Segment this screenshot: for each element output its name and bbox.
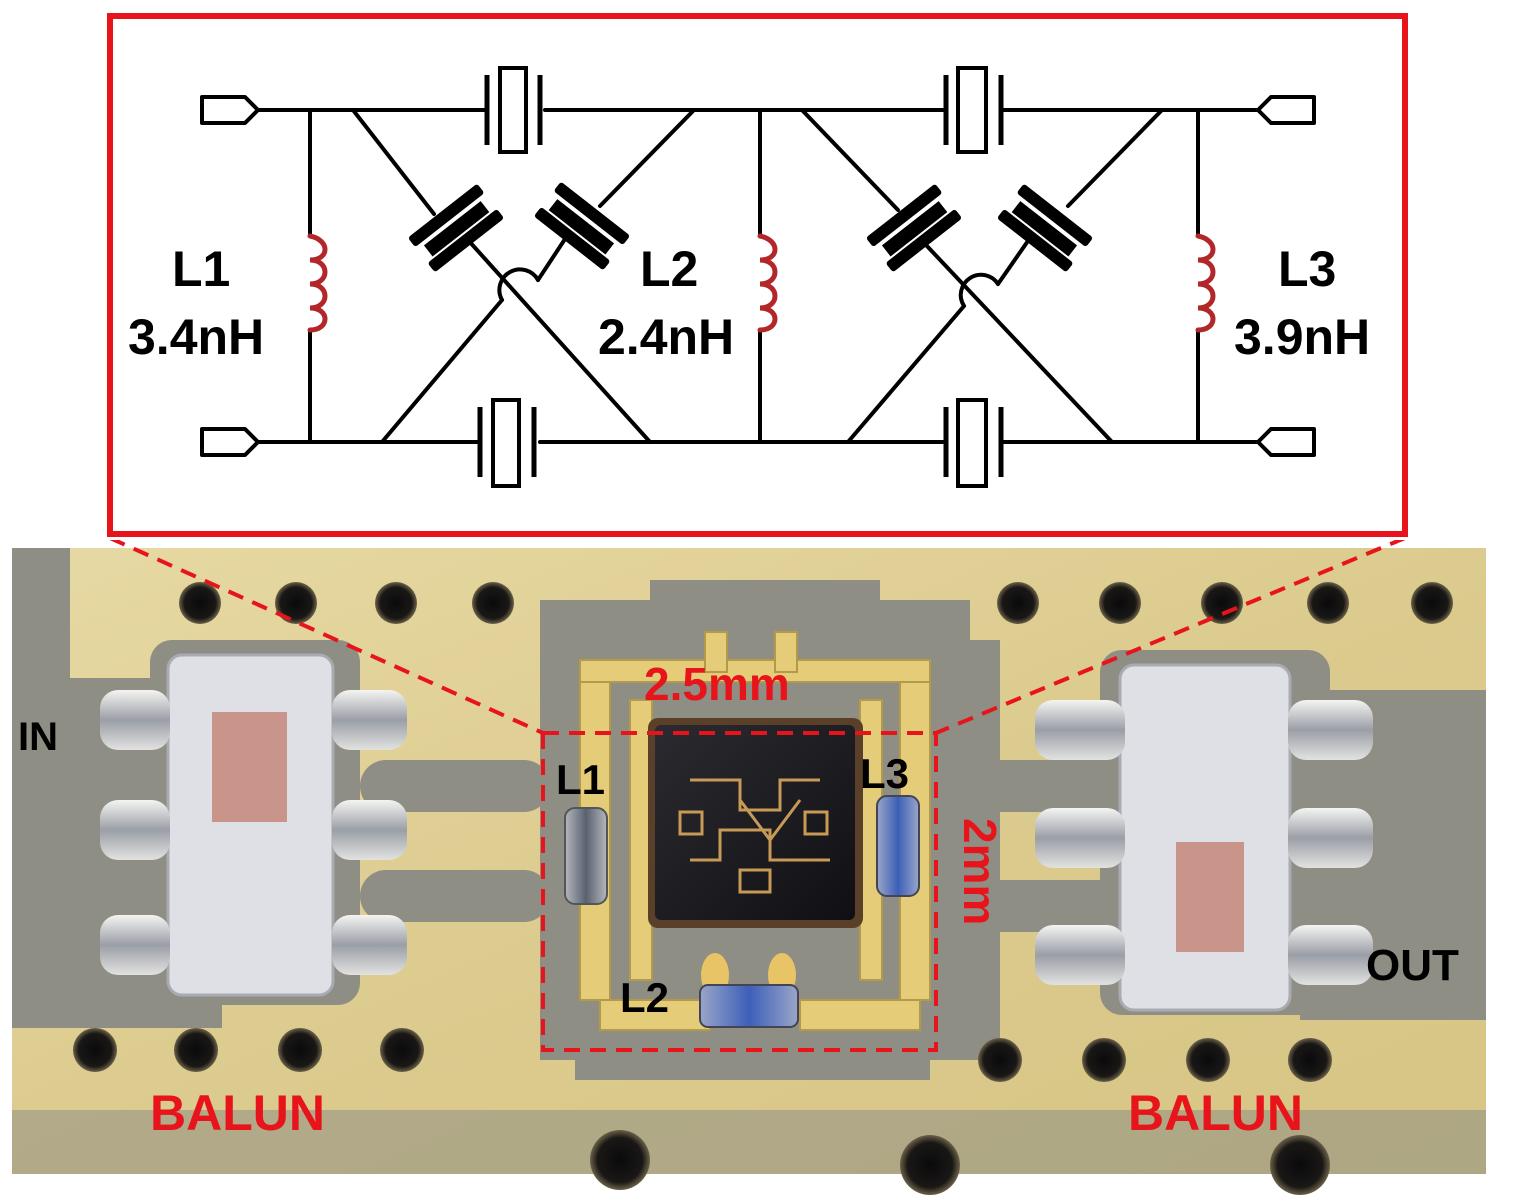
schematic-l3-label: L3 xyxy=(1278,241,1336,297)
series-resonators xyxy=(477,66,1004,488)
balun-right-component xyxy=(1035,663,1373,1012)
filter-die xyxy=(648,718,863,928)
photo-l3-label: L3 xyxy=(860,750,909,797)
photo-l2-label: L2 xyxy=(620,974,669,1021)
resonator-lattice-2 xyxy=(534,182,630,270)
port-in-top xyxy=(200,95,260,125)
in-label: IN xyxy=(18,715,58,759)
resonator-series-3 xyxy=(477,398,537,488)
pcb-photo: IN OUT BALUN BALUN 2.5mm 2mm L1 L2 L3 xyxy=(12,536,1486,1195)
out-label: OUT xyxy=(1366,941,1459,990)
port-out-bottom xyxy=(1256,427,1316,457)
zoom-outline xyxy=(109,536,1406,1052)
inductor-l1-coil xyxy=(307,233,328,333)
resonator-lattice-3 xyxy=(866,184,962,272)
resonator-lattice-4 xyxy=(997,184,1093,272)
schematic: L1 3.4nH L2 2.4nH L3 3.9nH xyxy=(0,0,1519,540)
balun-right-label: BALUN xyxy=(1128,1085,1303,1141)
schematic-l2-value: 2.4nH xyxy=(598,309,734,365)
lattice-resonators xyxy=(408,182,1093,272)
balun-left-label: BALUN xyxy=(150,1085,325,1141)
resonator-lattice-1 xyxy=(408,184,504,272)
l1-chip xyxy=(564,807,608,905)
dimension-height-label: 2mm xyxy=(954,818,1006,925)
resonator-series-4 xyxy=(943,398,1004,488)
port-out-top xyxy=(1256,95,1316,125)
balun-left-component xyxy=(100,653,407,997)
schematic-wiring xyxy=(256,108,1260,444)
projection-line-left xyxy=(109,536,544,735)
dimension-width-label: 2.5mm xyxy=(644,658,790,710)
resonator-series-1 xyxy=(484,66,543,154)
schematic-l2-label: L2 xyxy=(640,241,698,297)
l2-chip xyxy=(699,953,799,1028)
schematic-l1-label: L1 xyxy=(172,241,230,297)
resonator-series-2 xyxy=(943,66,1004,154)
inductor-l3-coil xyxy=(1195,233,1216,333)
schematic-l3-value: 3.9nH xyxy=(1234,309,1370,365)
inductor-l2-coil xyxy=(757,233,778,333)
vias xyxy=(73,582,1453,1195)
inductor-coils xyxy=(307,233,1216,333)
schematic-l1-value: 3.4nH xyxy=(128,309,264,365)
l3-chip xyxy=(876,795,920,897)
dimension-box xyxy=(541,731,938,1052)
projection-line-right xyxy=(935,536,1406,735)
port-in-bottom xyxy=(200,427,260,457)
schematic-frame xyxy=(107,13,1408,537)
port-terminals xyxy=(200,95,1316,457)
photo-l1-label: L1 xyxy=(556,756,605,803)
